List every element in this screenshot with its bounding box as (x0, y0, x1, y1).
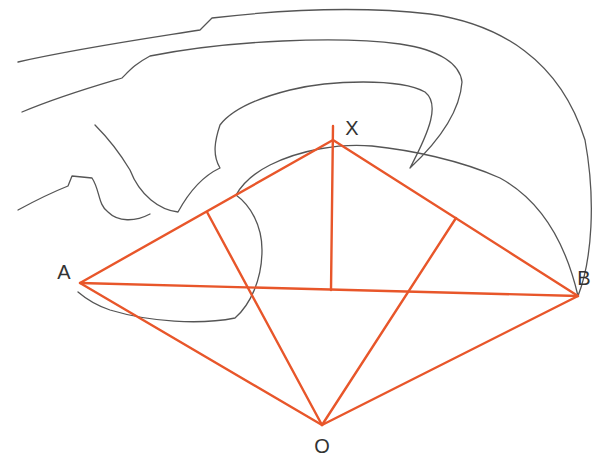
dentate-loop (78, 195, 262, 322)
perpendicular-x (331, 126, 333, 290)
outer-contour (18, 10, 591, 296)
point-label: X (345, 118, 358, 138)
brain-outline (18, 10, 591, 322)
lower-fold (18, 176, 150, 220)
point-label: B (577, 268, 590, 288)
point-label: A (57, 262, 70, 282)
dentate-arc (236, 145, 578, 296)
bisector-xb (322, 218, 456, 425)
kite-outline (80, 140, 578, 425)
construction-lines (80, 126, 578, 425)
point-label: O (314, 436, 330, 456)
chord-ab (80, 283, 578, 296)
bisector-ax (207, 212, 322, 425)
